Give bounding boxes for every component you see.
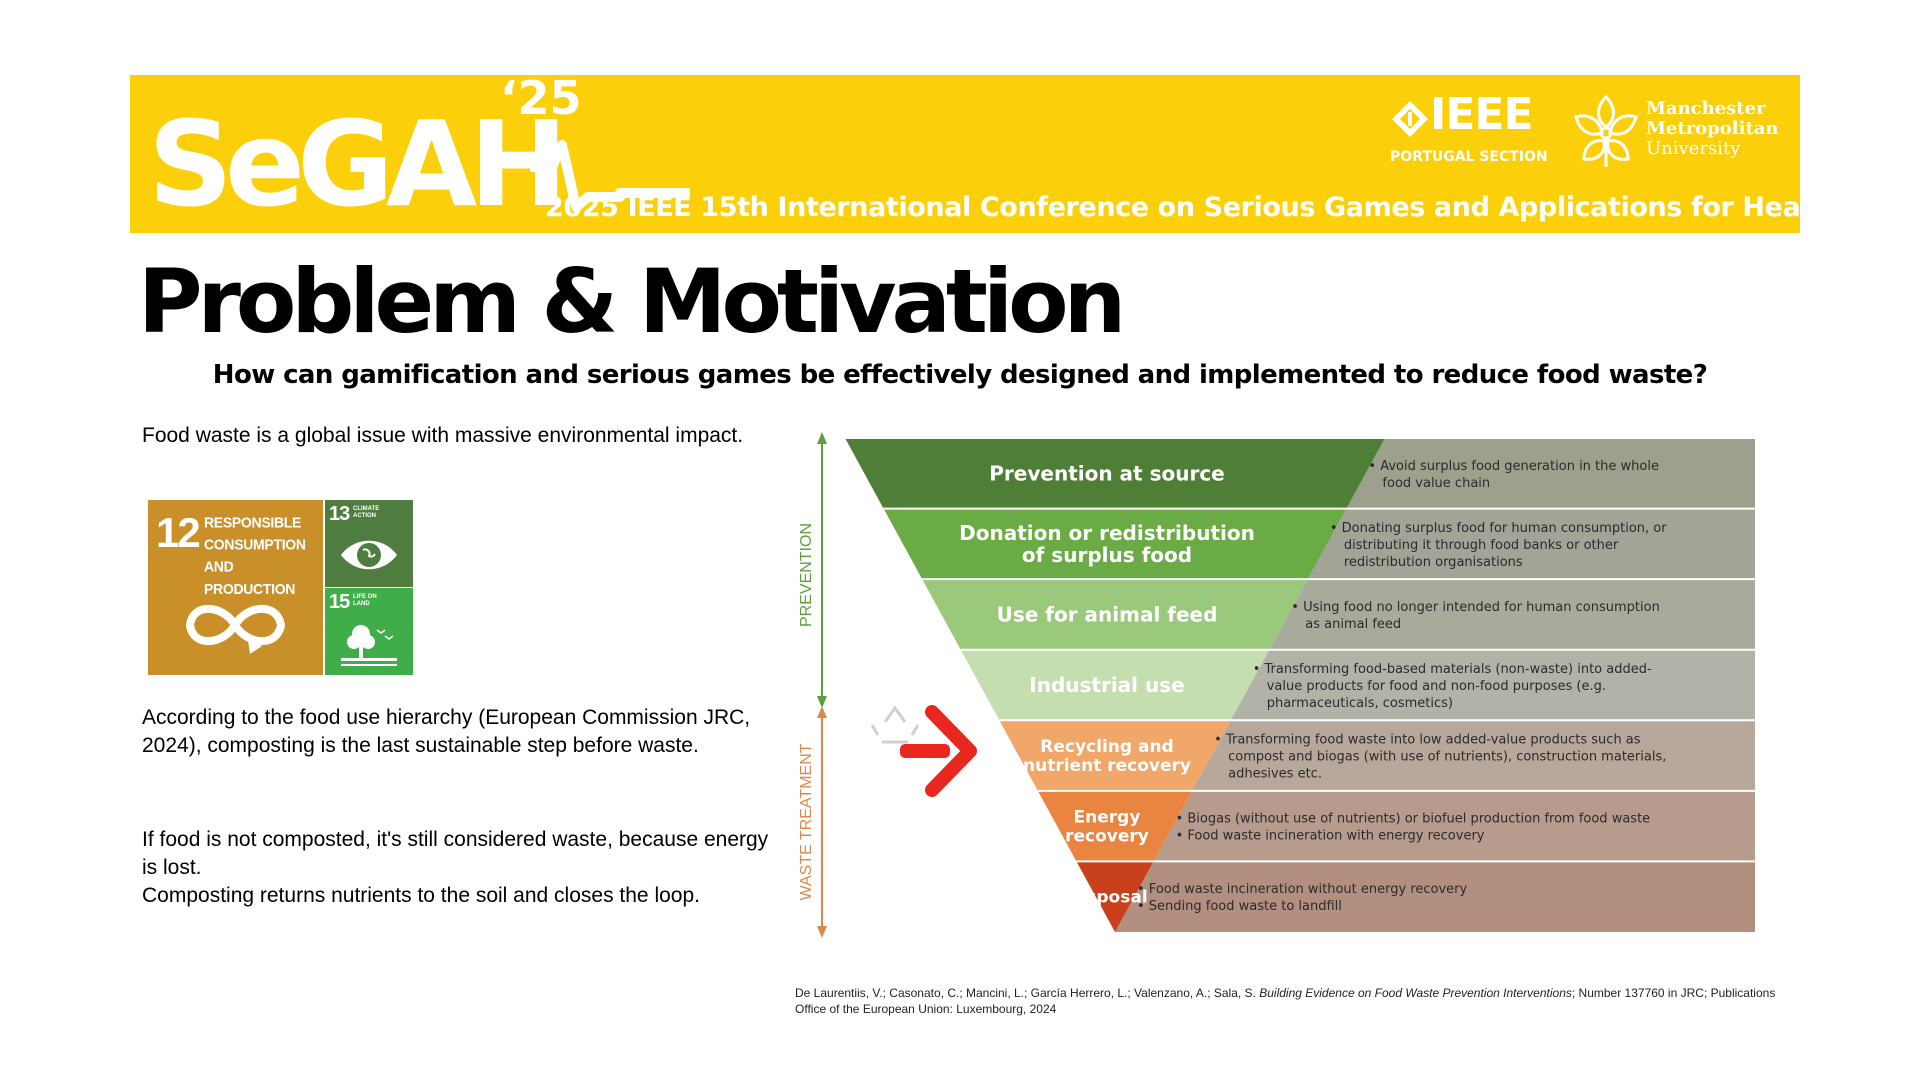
hierarchy-level-band bbox=[1076, 861, 1154, 932]
header-banner: SeGAH ‘25 2025 IEEE 15th International C… bbox=[130, 71, 1841, 233]
paragraph-global-issue: Food waste is a global issue with massiv… bbox=[142, 424, 744, 447]
food-use-hierarchy-diagram: Prevention at source • Avoid surplus food… bbox=[798, 432, 1755, 938]
ieee-diamond-icon bbox=[1392, 101, 1428, 137]
prevention-label: PREVENTION bbox=[798, 523, 815, 627]
segah-year: ‘25 bbox=[500, 71, 582, 125]
segah-logo-text: SeGAH bbox=[148, 95, 568, 233]
hierarchy-level-band bbox=[845, 438, 1385, 509]
recycle-icon bbox=[870, 705, 920, 744]
highlight-arrow-icon bbox=[900, 705, 977, 797]
level-description-panel bbox=[1307, 508, 1755, 580]
level-description-panel bbox=[1346, 438, 1755, 509]
sdg-15-label: LIFE ON LAND bbox=[353, 594, 377, 607]
eye-globe-icon bbox=[341, 540, 397, 570]
citation-rest: ; Number 137760 in JRC; Publications Off… bbox=[795, 986, 1776, 1016]
level-name: Prevention at source bbox=[989, 461, 1224, 485]
level-description-text: value products for food and non-food pur… bbox=[1267, 679, 1606, 694]
level-name: Industrial use bbox=[1029, 673, 1184, 697]
level-description-text: pharmaceuticals, cosmetics) bbox=[1267, 696, 1453, 711]
infinity-loop-icon bbox=[185, 604, 286, 654]
ieee-wordmark: IEEE bbox=[1430, 89, 1534, 140]
sdg-15-number: 15 bbox=[329, 591, 350, 613]
treatment-arrow-up bbox=[817, 706, 827, 718]
level-description-panel bbox=[1115, 861, 1755, 932]
paragraph-composting: If food is not composted, it's still con… bbox=[142, 826, 782, 910]
heartbeat-line-icon bbox=[530, 140, 690, 212]
citation-title: Building Evidence on Food Waste Preventi… bbox=[1259, 986, 1572, 1000]
level-name: of surplus food bbox=[1022, 543, 1192, 567]
prevention-arrow-down bbox=[817, 696, 827, 708]
level-name: Use for animal feed bbox=[997, 602, 1218, 626]
level-description-text: • Biogas (without use of nutrients) or b… bbox=[1176, 812, 1651, 827]
waste-treatment-label: WASTE TREATMENT bbox=[798, 743, 815, 900]
level-description-text: • Transforming food-based materials (non… bbox=[1253, 662, 1652, 677]
university-name: Manchester Metropolitan University bbox=[1646, 98, 1779, 159]
page-title: Problem & Motivation bbox=[138, 250, 1126, 353]
university-logo: Manchester Metropolitan University bbox=[1570, 93, 1800, 183]
level-description-text: • Donating surplus food for human consum… bbox=[1330, 521, 1667, 536]
paragraph-composting-line-1: If food is not composted, it's still con… bbox=[142, 828, 769, 879]
level-description-text: adhesives etc. bbox=[1228, 767, 1322, 782]
hierarchy-level-band bbox=[922, 579, 1308, 650]
paragraph-food-use-hierarchy: According to the food use hierarchy (Eur… bbox=[142, 706, 751, 757]
hierarchy-level-band bbox=[883, 508, 1347, 580]
level-description-text: redistribution organisations bbox=[1344, 555, 1523, 570]
level-description-panel bbox=[1153, 790, 1755, 862]
level-description-text: food value chain bbox=[1382, 476, 1490, 491]
level-name: Donation or redistribution bbox=[959, 521, 1255, 545]
citation-authors: De Laurentiis, V.; Casonato, C.; Mancini… bbox=[795, 986, 1260, 1000]
sdg-13-tile: 13 CLIMATE ACTION bbox=[325, 500, 413, 587]
level-description-panel bbox=[1269, 579, 1755, 650]
ieee-logo: IEEE PORTUGAL SECTION bbox=[1390, 93, 1550, 173]
level-name: nutrient recovery bbox=[1023, 756, 1191, 776]
level-description-text: distributing it through food banks or ot… bbox=[1344, 538, 1619, 553]
level-name: recovery bbox=[1065, 827, 1149, 847]
sdg-13-number: 13 bbox=[329, 503, 350, 525]
level-description-text: as animal feed bbox=[1305, 617, 1401, 632]
ieee-section-label: PORTUGAL SECTION bbox=[1390, 149, 1548, 165]
hierarchy-level-band bbox=[1037, 790, 1193, 862]
paragraph-composting-line-2: Composting returns nutrients to the soil… bbox=[142, 884, 700, 907]
treatment-arrow-down bbox=[817, 926, 827, 938]
hierarchy-level-band bbox=[999, 720, 1231, 791]
sdg-12-number: 12 bbox=[156, 509, 201, 556]
level-name: Recycling and bbox=[1040, 737, 1173, 757]
prevention-arrow-up bbox=[817, 432, 827, 444]
sdg-12-label: RESPONSIBLE CONSUMPTION AND PRODUCTION bbox=[204, 514, 306, 597]
flower-emblem-icon bbox=[1574, 94, 1638, 167]
level-description-text: • Food waste incineration with energy re… bbox=[1176, 829, 1485, 844]
tree-birds-icon bbox=[341, 625, 397, 666]
level-description-text: compost and biogas (with use of nutrient… bbox=[1228, 750, 1666, 765]
level-description-panel bbox=[1192, 720, 1755, 791]
level-description-panel bbox=[1230, 649, 1755, 721]
citation: De Laurentiis, V.; Casonato, C.; Mancini… bbox=[795, 985, 1795, 1017]
level-description-text: • Avoid surplus food generation in the w… bbox=[1368, 459, 1659, 474]
level-description-text: • Food waste incineration without energy… bbox=[1137, 882, 1468, 897]
level-description-text: • Sending food waste to landfill bbox=[1137, 899, 1342, 914]
hierarchy-level-band bbox=[960, 649, 1270, 721]
conference-title: 2025 IEEE 15th International Conference … bbox=[545, 192, 1841, 223]
level-name: Energy bbox=[1074, 808, 1141, 828]
research-question: How can gamification and serious games b… bbox=[212, 360, 1708, 390]
sdg-13-label: CLIMATE ACTION bbox=[353, 506, 380, 519]
level-description-text: • Using food no longer intended for huma… bbox=[1291, 600, 1660, 615]
sdg-15-tile: 15 LIFE ON LAND bbox=[325, 588, 413, 675]
sdg-12-tile: 12 RESPONSIBLE CONSUMPTION AND PRODUCTIO… bbox=[148, 500, 323, 675]
level-name: Disposal bbox=[1066, 888, 1147, 908]
level-description-text: • Transforming food waste into low added… bbox=[1214, 733, 1641, 748]
